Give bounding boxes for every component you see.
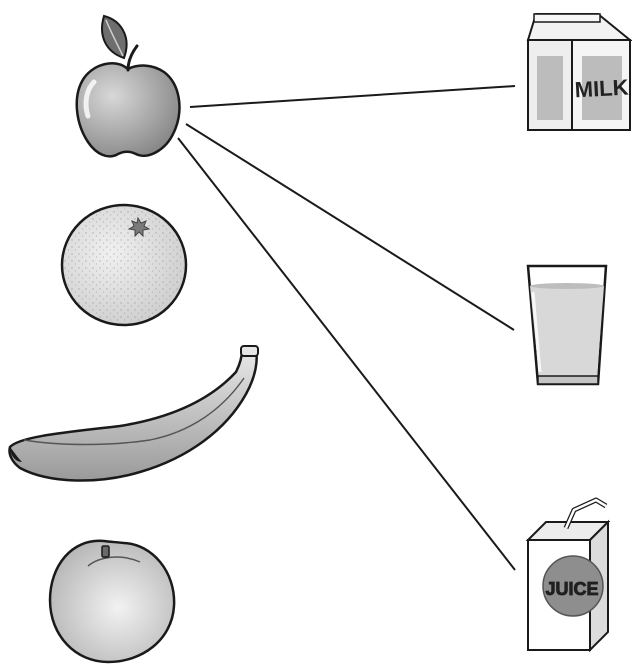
- milk-carton-icon[interactable]: MILK: [528, 14, 630, 130]
- banana-icon[interactable]: [9, 346, 258, 481]
- juice-box-icon[interactable]: JUICE: [528, 500, 608, 650]
- connection-apple-glass: [186, 124, 514, 330]
- juice-label: JUICE: [545, 579, 598, 599]
- peach-icon[interactable]: [50, 541, 174, 662]
- connection-lines: [178, 86, 515, 570]
- glass-of-water-icon[interactable]: [528, 266, 606, 384]
- connection-apple-juice: [178, 138, 515, 570]
- milk-label: MILK: [574, 75, 629, 103]
- apple-icon[interactable]: [77, 16, 180, 156]
- orange-icon[interactable]: [62, 205, 186, 325]
- connection-apple-milk: [190, 86, 515, 107]
